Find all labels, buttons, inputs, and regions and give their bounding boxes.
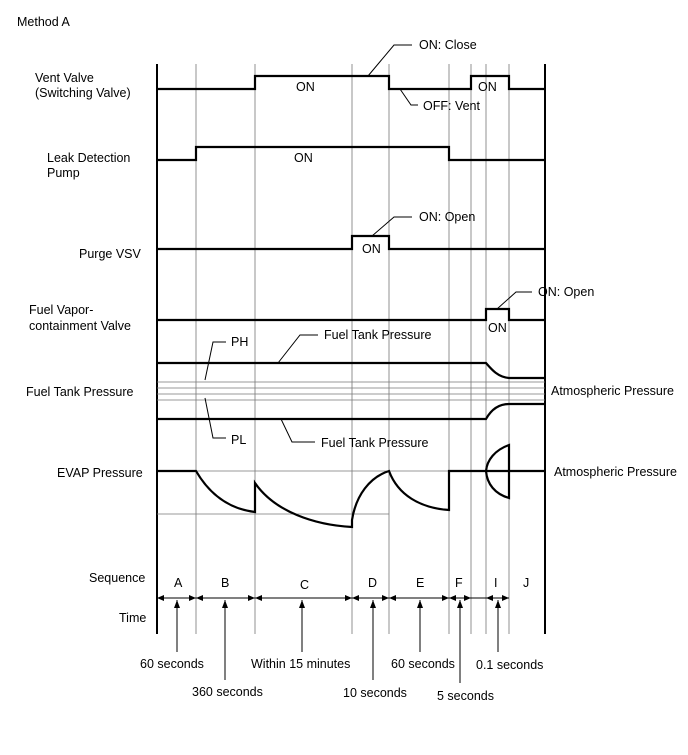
fuel-tank-pressure-upper-trace xyxy=(157,361,545,380)
time-row: Time 60 seconds 360 seconds Within 15 mi… xyxy=(119,600,543,703)
sequence-step-e: E xyxy=(416,576,424,590)
duration-d: 10 seconds xyxy=(343,686,407,700)
upper-callout-leader xyxy=(277,334,318,364)
time-pointer-e-head xyxy=(417,600,423,608)
time-pointer-a-head xyxy=(174,600,180,608)
fuel-tank-pressure-row: Fuel Tank Pressure PH PL Fuel Tank Press… xyxy=(26,328,674,450)
arrowhead-c-right xyxy=(345,595,352,601)
vent-valve-row: Vent Valve (Switching Valve) ON ON ON: C… xyxy=(35,38,545,113)
sequence-step-f: F xyxy=(455,576,463,590)
time-pointer-i-head xyxy=(495,600,501,608)
fuel-vapor-valve-signal xyxy=(157,307,545,322)
vent-valve-label-line-1: Vent Valve xyxy=(35,71,94,85)
leak-detection-pump-label-line-2: Pump xyxy=(47,166,80,180)
sequence-row: Sequence A B C D E F I J xyxy=(89,571,529,601)
sequence-step-a: A xyxy=(174,576,183,590)
vent-valve-label: Vent Valve (Switching Valve) xyxy=(35,71,131,100)
leak-detection-pump-label: Leak Detection Pump xyxy=(47,151,134,180)
arrowhead-f-left xyxy=(449,595,456,601)
purge-vsv-label: Purge VSV xyxy=(79,247,142,261)
fuel-vapor-valve-label-line-2: containment Valve xyxy=(29,319,131,333)
fuel-vapor-valve-label: Fuel Vapor- containment Valve xyxy=(29,303,131,333)
arrowhead-i-left xyxy=(486,595,493,601)
time-pointer-c-head xyxy=(299,600,305,608)
time-pointer-b-head xyxy=(222,600,228,608)
sequence-step-d: D xyxy=(368,576,377,590)
duration-i: 0.1 seconds xyxy=(476,658,543,672)
upper-callout: Fuel Tank Pressure xyxy=(324,328,432,342)
vent-valve-on-label-1: ON xyxy=(296,80,315,94)
vent-valve-on-label-2: ON xyxy=(478,80,497,94)
phase-arrowheads xyxy=(157,595,509,601)
evap-atmospheric-label: Atmospheric Pressure xyxy=(554,465,677,479)
leak-detection-pump-on-label: ON xyxy=(294,151,313,165)
method-title: Method A xyxy=(17,15,70,29)
ph-label: PH xyxy=(231,335,248,349)
arrowhead-a-left xyxy=(157,595,164,601)
vent-valve-signal xyxy=(157,74,545,91)
time-pointers xyxy=(174,600,501,683)
leak-detection-pump-label-line-1: Leak Detection xyxy=(47,151,130,165)
duration-a: 60 seconds xyxy=(140,657,204,671)
vent-valve-off-callout-leader xyxy=(399,88,418,106)
time-label: Time xyxy=(119,611,146,625)
sequence-step-c: C xyxy=(300,578,309,592)
pl-leader xyxy=(204,397,226,439)
time-pointer-f-head xyxy=(457,600,463,608)
purge-vsv-row: Purge VSV ON ON: Open xyxy=(79,210,545,261)
evap-pressure-row: EVAP Pressure Atmospheric Pressure xyxy=(57,443,677,529)
arrowhead-d-right xyxy=(382,595,389,601)
arrowhead-a-right xyxy=(189,595,196,601)
arrowhead-e-left xyxy=(389,595,396,601)
fuel-vapor-valve-on-label: ON xyxy=(488,321,507,335)
vent-valve-label-line-2: (Switching Valve) xyxy=(35,86,131,100)
duration-c: Within 15 minutes xyxy=(251,657,350,671)
vent-valve-on-callout: ON: Close xyxy=(419,38,477,52)
vent-valve-on-callout-leader xyxy=(367,44,412,77)
leak-detection-pump-signal xyxy=(157,145,545,162)
purge-vsv-callout: ON: Open xyxy=(419,210,475,224)
arrowhead-b-right xyxy=(248,595,255,601)
duration-b: 360 seconds xyxy=(192,685,263,699)
arrowhead-d-left xyxy=(352,595,359,601)
evap-pressure-label: EVAP Pressure xyxy=(57,466,143,480)
arrowhead-i-right xyxy=(502,595,509,601)
phase-grid xyxy=(156,64,546,634)
purge-vsv-signal xyxy=(157,234,545,251)
lower-callout-leader xyxy=(280,418,315,443)
lower-callout: Fuel Tank Pressure xyxy=(321,436,429,450)
fuel-vapor-valve-callout: ON: Open xyxy=(538,285,594,299)
time-pointer-d-head xyxy=(370,600,376,608)
sequence-step-j: J xyxy=(523,576,529,590)
fuel-vapor-valve-row: Fuel Vapor- containment Valve ON ON: Ope… xyxy=(29,285,594,335)
purge-vsv-callout-leader xyxy=(371,216,412,237)
fuel-vapor-valve-label-line-1: Fuel Vapor- xyxy=(29,303,93,317)
purge-vsv-on-label: ON xyxy=(362,242,381,256)
sequence-step-i: I xyxy=(494,576,497,590)
sequence-step-b: B xyxy=(221,576,229,590)
vent-valve-off-callout: OFF: Vent xyxy=(423,99,480,113)
duration-e: 60 seconds xyxy=(391,657,455,671)
arrowhead-c-left xyxy=(255,595,262,601)
arrowhead-e-right xyxy=(442,595,449,601)
pl-label: PL xyxy=(231,433,246,447)
fuel-tank-pressure-label: Fuel Tank Pressure xyxy=(26,385,134,399)
leak-detection-pump-row: Leak Detection Pump ON xyxy=(47,145,545,180)
fuel-vapor-valve-callout-leader xyxy=(496,291,532,310)
sequence-label: Sequence xyxy=(89,571,145,585)
arrowhead-f-right xyxy=(464,595,471,601)
duration-f: 5 seconds xyxy=(437,689,494,703)
fuel-tank-pressure-lower-trace xyxy=(157,402,545,421)
evap-pressure-trace xyxy=(157,443,545,529)
arrowhead-b-left xyxy=(196,595,203,601)
ph-leader xyxy=(204,341,226,381)
fuel-tank-atmospheric-label: Atmospheric Pressure xyxy=(551,384,674,398)
